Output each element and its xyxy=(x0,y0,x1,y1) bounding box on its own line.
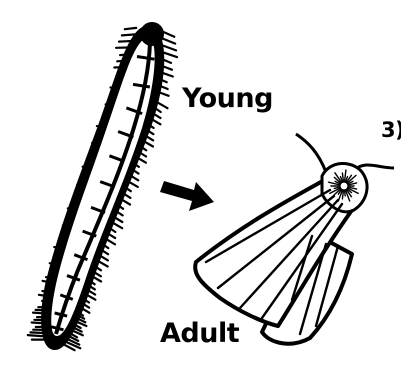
caterpillar-spine xyxy=(164,32,175,37)
caterpillar-spine xyxy=(163,39,175,44)
caterpillar-spine xyxy=(28,335,45,336)
moth-thorax xyxy=(322,163,367,211)
arrow-right-down-icon xyxy=(160,181,214,211)
caterpillar-spine xyxy=(125,28,136,29)
adult-label: Adult xyxy=(160,318,239,349)
caterpillar-body-inner xyxy=(51,38,154,336)
moth-illustration xyxy=(195,134,394,344)
corner-label: 3) xyxy=(381,118,401,142)
moth-antenna-left xyxy=(296,134,326,172)
caterpillar-illustration xyxy=(28,22,177,350)
caterpillar-spine xyxy=(162,45,176,50)
moth-fuzz-stroke xyxy=(345,190,346,196)
caterpillar-head xyxy=(140,22,164,46)
caterpillar-spine xyxy=(122,34,135,35)
young-label: Young xyxy=(182,83,273,114)
